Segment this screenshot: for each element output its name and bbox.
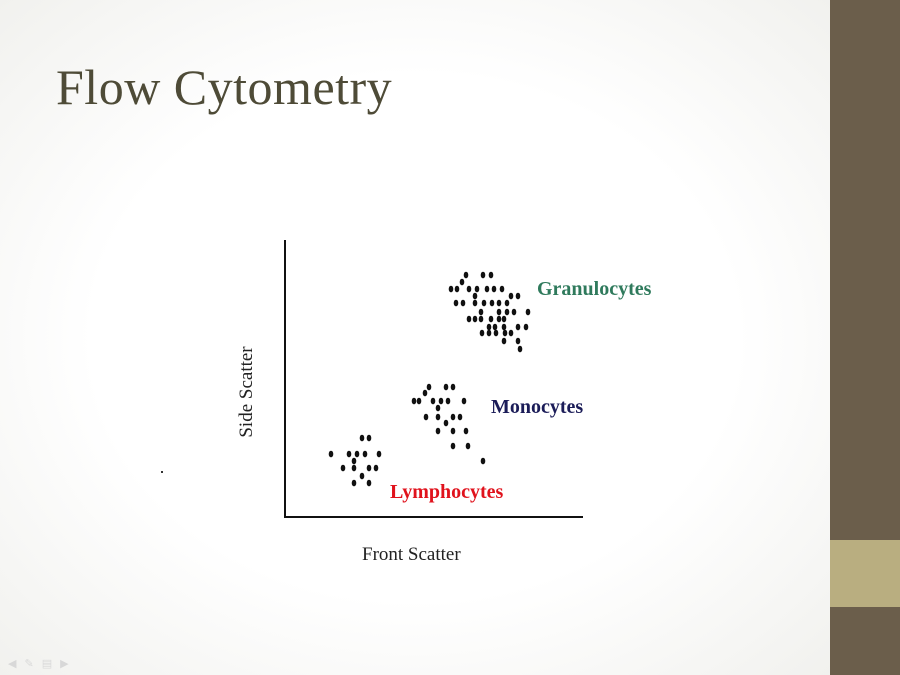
monocytes-point xyxy=(416,397,422,405)
granulocytes-point xyxy=(523,323,529,331)
monocytes-point xyxy=(443,383,449,391)
menu-icon[interactable]: ▤ xyxy=(41,658,53,670)
lymphocytes-point xyxy=(328,450,334,458)
monocytes-point xyxy=(426,383,432,391)
granulocytes-point xyxy=(501,323,507,331)
monocytes-point xyxy=(450,383,456,391)
monocytes-point xyxy=(463,427,469,435)
monocytes-point xyxy=(445,397,451,405)
granulocytes-point xyxy=(504,299,510,307)
lymphocytes-point xyxy=(366,479,372,487)
monocytes-point xyxy=(430,397,436,405)
granulocytes-point xyxy=(515,337,521,345)
lymphocytes-point xyxy=(366,434,372,442)
monocytes-point xyxy=(450,427,456,435)
slide-title: Flow Cytometry xyxy=(56,59,393,115)
granulocytes-point xyxy=(525,308,531,316)
granulocytes-point xyxy=(502,329,508,337)
x-axis-label: Front Scatter xyxy=(362,544,461,565)
granulocytes-point xyxy=(474,285,480,293)
granulocytes-point xyxy=(478,308,484,316)
granulocytes-point xyxy=(460,299,466,307)
granulocytes-point xyxy=(466,285,472,293)
monocytes-point xyxy=(443,419,449,427)
granulocytes-point xyxy=(511,308,517,316)
granulocytes-point xyxy=(517,345,523,353)
granulocytes-point xyxy=(496,315,502,323)
granulocytes-point xyxy=(501,337,507,345)
monocytes-point xyxy=(461,397,467,405)
granulocytes-point xyxy=(472,299,478,307)
granulocytes-point xyxy=(486,323,492,331)
lymphocytes-point xyxy=(351,479,357,487)
granulocytes-point xyxy=(453,299,459,307)
granulocytes-point xyxy=(472,315,478,323)
lymphocytes-point xyxy=(351,464,357,472)
monocytes-point xyxy=(450,413,456,421)
granulocytes-point xyxy=(491,285,497,293)
granulocytes-point xyxy=(496,308,502,316)
monocytes-point xyxy=(438,397,444,405)
granulocytes-point xyxy=(472,292,478,300)
granulocytes-point xyxy=(479,329,485,337)
granulocytes-point xyxy=(515,292,521,300)
lymphocytes-point xyxy=(351,457,357,465)
granulocytes-point xyxy=(459,278,465,286)
monocytes-point xyxy=(423,413,429,421)
granulocytes-point xyxy=(481,299,487,307)
granulocytes-point xyxy=(484,285,490,293)
lymphocytes-point xyxy=(362,450,368,458)
monocytes-point xyxy=(457,413,463,421)
prev-slide-icon[interactable]: ◀ xyxy=(8,658,17,670)
monocytes-point xyxy=(435,404,441,412)
slide-nav-controls[interactable]: ◀ ✎ ▤ ▶ xyxy=(8,657,69,670)
decorative-sidebar xyxy=(830,0,900,675)
granulocytes-point xyxy=(515,323,521,331)
granulocytes-point xyxy=(492,323,498,331)
lymphocytes-point xyxy=(359,434,365,442)
pen-icon[interactable]: ✎ xyxy=(24,658,34,670)
granulocytes-point xyxy=(488,271,494,279)
lymphocytes-point xyxy=(346,450,352,458)
granulocytes-label: Granulocytes xyxy=(537,278,652,300)
granulocytes-point xyxy=(508,292,514,300)
y-axis-label: Side Scatter xyxy=(236,346,257,438)
granulocytes-point xyxy=(478,315,484,323)
lymphocytes-point xyxy=(354,450,360,458)
granulocytes-point xyxy=(448,285,454,293)
granulocytes-point xyxy=(486,329,492,337)
granulocytes-point xyxy=(466,315,472,323)
decorative-sidebar-block xyxy=(830,540,900,607)
granulocytes-point xyxy=(489,299,495,307)
granulocytes-point xyxy=(454,285,460,293)
lymphocytes-point xyxy=(359,472,365,480)
granulocytes-point xyxy=(504,308,510,316)
monocytes-point xyxy=(480,457,486,465)
granulocytes-point xyxy=(501,315,507,323)
monocytes-point xyxy=(450,442,456,450)
granulocytes-point xyxy=(488,315,494,323)
granulocytes-point xyxy=(463,271,469,279)
monocytes-point xyxy=(435,413,441,421)
granulocytes-point xyxy=(499,285,505,293)
stray-mark xyxy=(161,471,163,473)
scatter-plot xyxy=(284,240,583,518)
lymphocytes-label: Lymphocytes xyxy=(390,481,504,503)
granulocytes-point xyxy=(480,271,486,279)
lymphocytes-point xyxy=(376,450,382,458)
next-slide-icon[interactable]: ▶ xyxy=(60,658,69,670)
lymphocytes-point xyxy=(366,464,372,472)
monocytes-point xyxy=(422,389,428,397)
monocytes-point xyxy=(411,397,417,405)
granulocytes-point xyxy=(508,329,514,337)
lymphocytes-point xyxy=(373,464,379,472)
monocytes-point xyxy=(465,442,471,450)
lymphocytes-point xyxy=(340,464,346,472)
monocytes-point xyxy=(435,427,441,435)
slide: Flow Cytometry Granulocytes Monocytes Ly… xyxy=(0,0,830,675)
granulocytes-point xyxy=(493,329,499,337)
granulocytes-point xyxy=(496,299,502,307)
monocytes-label: Monocytes xyxy=(491,396,584,418)
